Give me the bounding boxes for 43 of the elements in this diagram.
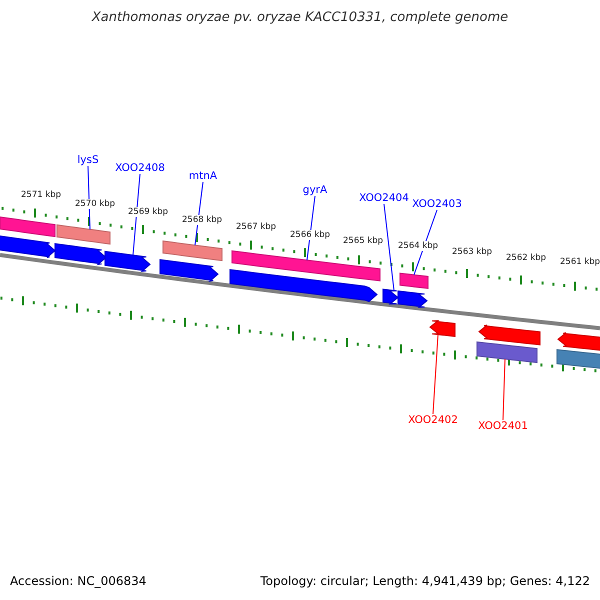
gene-feature [556, 349, 600, 371]
gene-feature [557, 332, 600, 353]
scale-label: 2562 kbp [505, 253, 548, 263]
gene-feature [478, 324, 540, 346]
leader-line [384, 204, 394, 291]
title: Xanthomonas oryzae pv. oryzae KACC10331, complete genome [90, 10, 510, 25]
gene-feature [104, 250, 151, 272]
gene-label: mtnA [188, 170, 218, 182]
gene-feature [230, 269, 378, 302]
scale-label: 2567 kbp [235, 222, 278, 232]
gene-label: XOO2408 [115, 162, 165, 174]
gene-feature [476, 341, 538, 364]
scale-label: 2571 kbp [20, 190, 62, 200]
gene-feature [400, 272, 428, 289]
gene-label: XOO2403 [412, 198, 462, 210]
gene-label: XOO2401 [478, 420, 528, 432]
gene-feature [398, 290, 428, 308]
scale-label: 2564 kbp [397, 241, 440, 251]
scale-label: 2568 kbp [181, 215, 224, 225]
gene-feature [429, 320, 456, 338]
footer-text: Accession: NC_006834 [10, 574, 146, 588]
gene-feature [0, 216, 56, 238]
gene-label: lysS [77, 154, 99, 166]
scale-label: 2565 kbp [342, 236, 384, 246]
leader-line [432, 334, 438, 414]
footer-text: Topology: circular; Length: 4,941,439 bp; Genes: 4,122 [260, 574, 590, 588]
scale-label: 2566 kbp [289, 230, 332, 240]
scale-label: 2570 kbp [74, 199, 116, 209]
gene-feature [56, 224, 110, 245]
scale-label: 2561 kbp [559, 257, 600, 267]
gene-feature [162, 240, 222, 262]
gene-label: gyrA [302, 184, 328, 196]
scale-label: 2569 kbp [127, 207, 170, 217]
leader-line [132, 174, 140, 256]
gene-feature [54, 243, 107, 266]
leader-line [502, 358, 506, 420]
gene-label: XOO2404 [359, 192, 409, 204]
scale-label: 2563 kbp [451, 247, 494, 257]
gene-feature [382, 288, 399, 304]
gene-feature [232, 250, 380, 282]
gene-label: XOO2402 [408, 414, 458, 426]
gene-feature [0, 234, 56, 258]
gene-feature [160, 259, 219, 282]
